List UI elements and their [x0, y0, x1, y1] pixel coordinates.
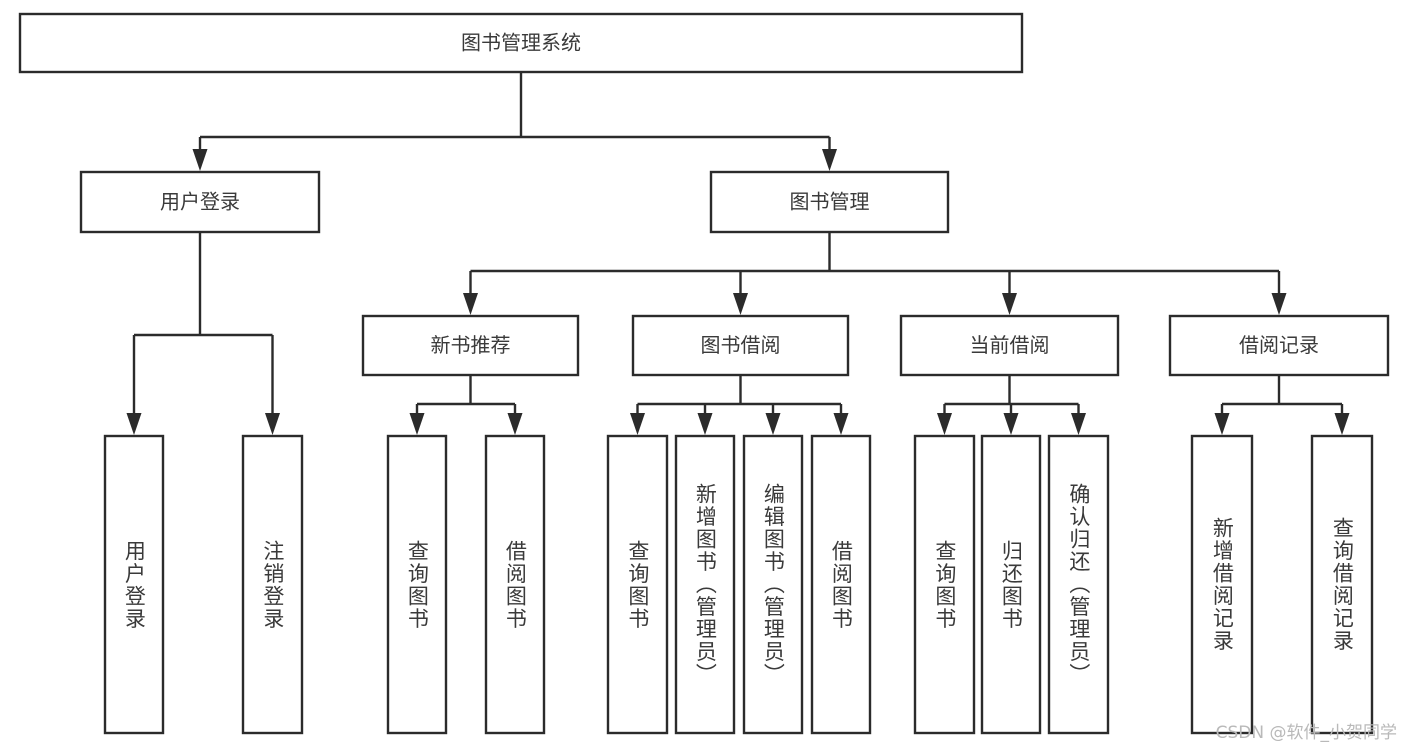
node-leaf-查询图书[interactable] [606, 434, 669, 735]
node-leaf-借阅图书[interactable] [484, 434, 546, 735]
node-leaf-查询图书[interactable] [386, 434, 448, 735]
arrow-head-icon [822, 149, 837, 171]
arrow-head-icon [733, 293, 748, 315]
node-level2-用户登录[interactable] [79, 170, 321, 234]
node-label: 新书推荐 [431, 333, 511, 357]
node-leaf-注销登录[interactable] [241, 434, 304, 735]
arrow-head-icon [630, 413, 645, 435]
node-root-图书管理系统[interactable] [18, 12, 1024, 74]
node-label: 图书管理 [790, 190, 870, 214]
node-leaf-用户登录[interactable] [103, 434, 165, 735]
arrow-head-icon [1071, 413, 1086, 435]
arrow-head-icon [126, 413, 142, 435]
arrow-head-icon [265, 413, 280, 435]
connector-layer [126, 72, 1350, 435]
node-leaf-归还图书[interactable] [980, 434, 1042, 735]
arrow-head-icon [507, 413, 523, 435]
node-level3-借阅记录[interactable] [1168, 314, 1390, 377]
arrow-head-icon [1271, 293, 1287, 315]
node-leaf-查询借阅记录[interactable] [1310, 434, 1374, 735]
node-leaf-新增图书（管理员）[interactable] [674, 434, 736, 735]
node-level3-新书推荐[interactable] [361, 314, 580, 377]
arrow-head-icon [1334, 413, 1350, 435]
node-leaf-编辑图书（管理员）[interactable] [742, 434, 804, 735]
arrow-head-icon [697, 413, 713, 435]
node-level2-图书管理[interactable] [709, 170, 950, 234]
arrow-head-icon [409, 413, 425, 435]
node-label: 当前借阅 [970, 333, 1050, 357]
watermark-text: CSDN @软件_小贺同学 [1215, 723, 1397, 743]
node-label: 用户登录 [160, 190, 240, 214]
node-level3-图书借阅[interactable] [631, 314, 850, 377]
arrow-head-icon [463, 293, 478, 315]
arrow-head-icon [833, 413, 849, 435]
arrow-head-icon [1002, 293, 1017, 315]
arrow-head-icon [937, 413, 952, 435]
node-leaf-确认归还（管理员）[interactable] [1047, 434, 1110, 735]
node-leaf-借阅图书[interactable] [810, 434, 872, 735]
node-label: 借阅记录 [1239, 333, 1319, 357]
node-label: 图书管理系统 [461, 31, 581, 55]
node-level3-当前借阅[interactable] [899, 314, 1120, 377]
arrow-head-icon [1214, 413, 1230, 435]
node-leaf-查询图书[interactable] [913, 434, 976, 735]
arrow-head-icon [192, 149, 208, 171]
node-label: 图书借阅 [701, 333, 781, 357]
arrow-head-icon [765, 413, 781, 435]
node-leaf-新增借阅记录[interactable] [1190, 434, 1254, 735]
arrow-head-icon [1003, 413, 1019, 435]
